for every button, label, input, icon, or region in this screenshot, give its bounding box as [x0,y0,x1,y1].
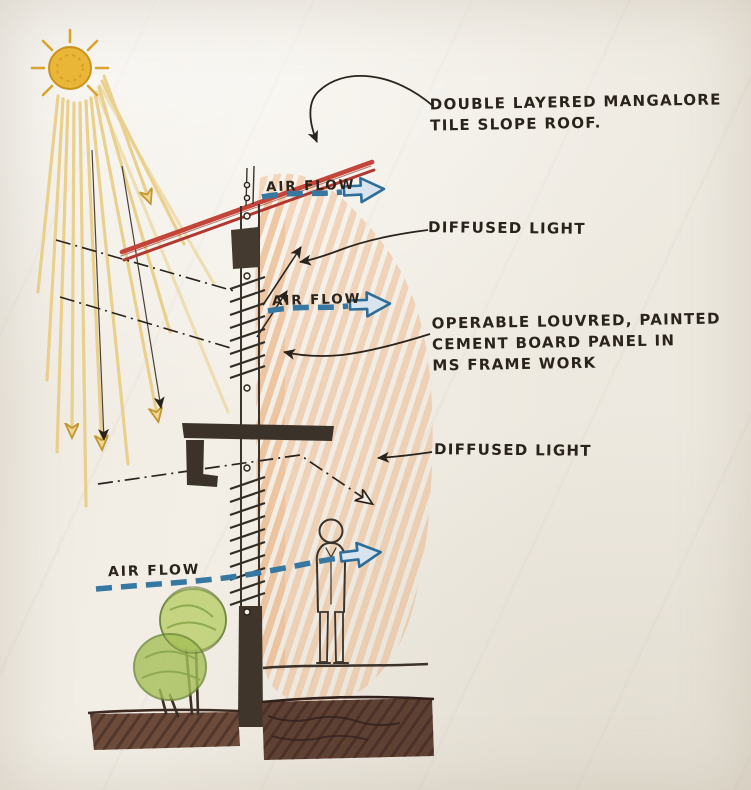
airflow-middle [267,290,392,319]
louvre-ticks-lower [229,475,266,607]
ground-left [87,708,241,750]
diffused-light-lines-lower [97,454,371,503]
airflow-bottom [95,538,384,592]
label-air-flow-middle: AIR FLOW [271,290,362,310]
airflow-dashes [95,555,339,592]
sun-icon [30,28,110,97]
trees [133,586,227,718]
wall-joint-circles [243,181,251,616]
roof-leader-line [307,74,434,143]
label-air-flow-bottom: AIR FLOW [107,561,201,581]
louvre-ticks-upper [229,275,266,380]
airflow-dashes [267,303,349,314]
wall-block [231,227,260,269]
label-louvre-note: OPERABLE LOUVRED, PAINTED CEMENT BOARD P… [431,308,721,376]
tree-scribbles [141,604,217,681]
sun-rays [36,74,230,508]
label-air-flow-top: AIR FLOW [265,176,356,196]
slab-support [186,440,218,487]
person-figure [315,518,349,664]
diffused-light-lines-upper [55,239,235,350]
airflow-dashes [261,189,343,200]
leader-diffused-upper [299,229,429,266]
interior-floor-line [262,662,429,670]
label-roof-note: DOUBLE LAYERED MANGALORE TILE SLOPE ROOF… [430,89,723,136]
floor-slab [182,423,334,441]
wall-assembly [182,165,334,727]
ground-right [261,695,435,760]
airflow-top [261,175,386,205]
tree-canopy-dark [133,633,207,701]
wall-column-base [234,606,268,727]
label-diffused-light-lower: DIFFUSED LIGHT [433,440,592,460]
leader-diffused-lower [377,451,433,463]
label-diffused-light-upper: DIFFUSED LIGHT [427,218,586,238]
sun-ray-thin-arrows [91,149,165,441]
leader-louvre [283,333,431,360]
